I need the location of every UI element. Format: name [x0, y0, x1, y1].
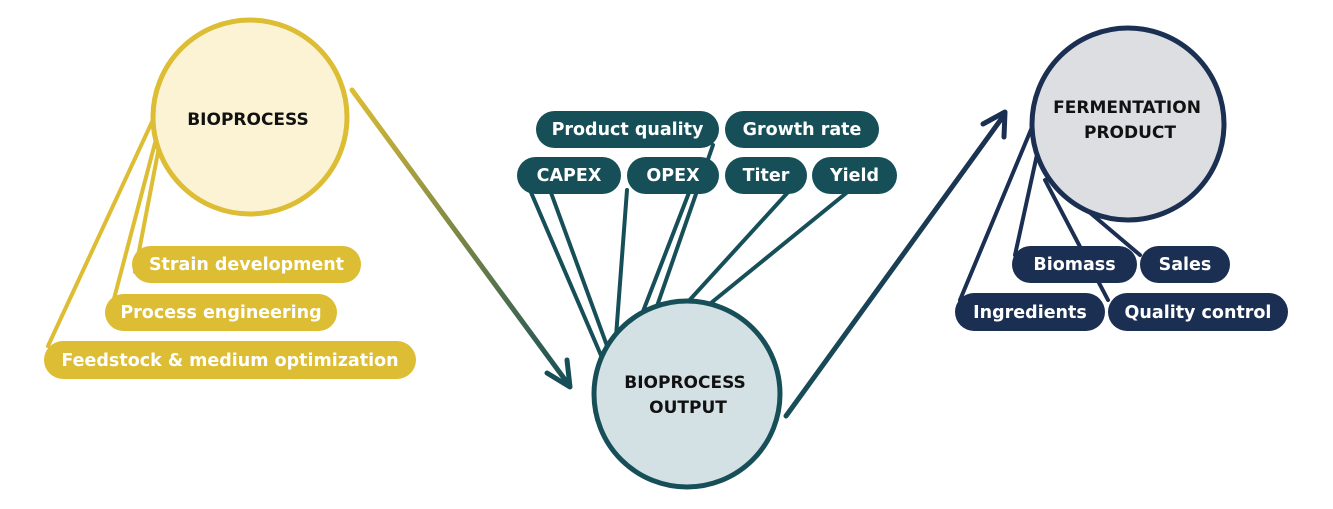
pill-quality-control-label: Quality control: [1125, 303, 1272, 323]
pill-sales: Sales: [1140, 246, 1230, 283]
arrow-bioprocess-to-output: [349, 87, 569, 384]
pill-ingredients-label: Ingredients: [973, 303, 1087, 323]
connector-process-engineering: [108, 141, 157, 316]
bioprocess-circle: [150, 17, 350, 217]
output-title-line-1: BIOPROCESS: [624, 373, 746, 393]
pill-opex-label: OPEX: [646, 166, 700, 186]
pill-sales-label: Sales: [1159, 255, 1212, 275]
pill-capex-label: CAPEX: [537, 166, 602, 186]
connector-feedstock: [46, 107, 160, 348]
product-title-line-2: PRODUCT: [1084, 123, 1176, 143]
pill-strain-development-label: Strain development: [149, 255, 344, 275]
pill-process-engineering-label: Process engineering: [120, 303, 321, 323]
arrow-output-to-product: [783, 115, 1005, 419]
arrow-head-product: [980, 109, 1008, 140]
connector-opex-outer: [613, 188, 629, 352]
pill-yield: Yield: [812, 157, 897, 194]
pill-yield-label: Yield: [829, 166, 879, 186]
connector-capex-outer: [528, 188, 605, 362]
pill-titer-label: Titer: [743, 166, 790, 186]
pill-feedstock-medium-optimization: Feedstock & medium optimization: [44, 341, 416, 379]
pill-titer: Titer: [725, 157, 807, 194]
pill-capex: CAPEX: [517, 157, 621, 194]
product-group: FERMENTATION PRODUCT Biomass Sales Ingre…: [955, 25, 1288, 331]
output-circle: [591, 298, 783, 490]
pill-product-quality-label: Product quality: [552, 120, 704, 140]
bioprocess-title: BIOPROCESS: [187, 110, 309, 130]
product-circle: [1029, 25, 1227, 223]
connector-capex-inner: [548, 188, 612, 356]
pill-product-quality: Product quality: [536, 111, 719, 148]
output-group: BIOPROCESS OUTPUT Product quality Growth…: [517, 109, 1008, 490]
pill-feedstock-label: Feedstock & medium optimization: [61, 351, 398, 371]
product-title-line-1: FERMENTATION: [1053, 98, 1201, 118]
pill-strain-development: Strain development: [132, 246, 361, 283]
pill-ingredients: Ingredients: [955, 293, 1105, 331]
pill-quality-control: Quality control: [1108, 293, 1288, 331]
product-title: FERMENTATION PRODUCT: [1053, 98, 1207, 143]
pill-process-engineering: Process engineering: [105, 294, 337, 331]
arrow-head-output: [544, 357, 573, 390]
pill-biomass: Biomass: [1012, 246, 1137, 283]
output-title-line-2: OUTPUT: [649, 398, 727, 418]
pill-growth-rate: Growth rate: [725, 111, 879, 148]
bioprocess-group: BIOPROCESS Strain development Process en…: [44, 17, 573, 390]
pill-growth-rate-label: Growth rate: [743, 120, 862, 140]
connector-ingredients: [958, 118, 1037, 302]
pill-opex: OPEX: [627, 157, 719, 194]
bioprocess-title-line-1: BIOPROCESS: [187, 110, 309, 130]
output-title: BIOPROCESS OUTPUT: [624, 373, 751, 418]
pill-biomass-label: Biomass: [1033, 255, 1115, 275]
connector-growth-rate: [688, 188, 852, 322]
connector-biomass: [1013, 148, 1040, 257]
